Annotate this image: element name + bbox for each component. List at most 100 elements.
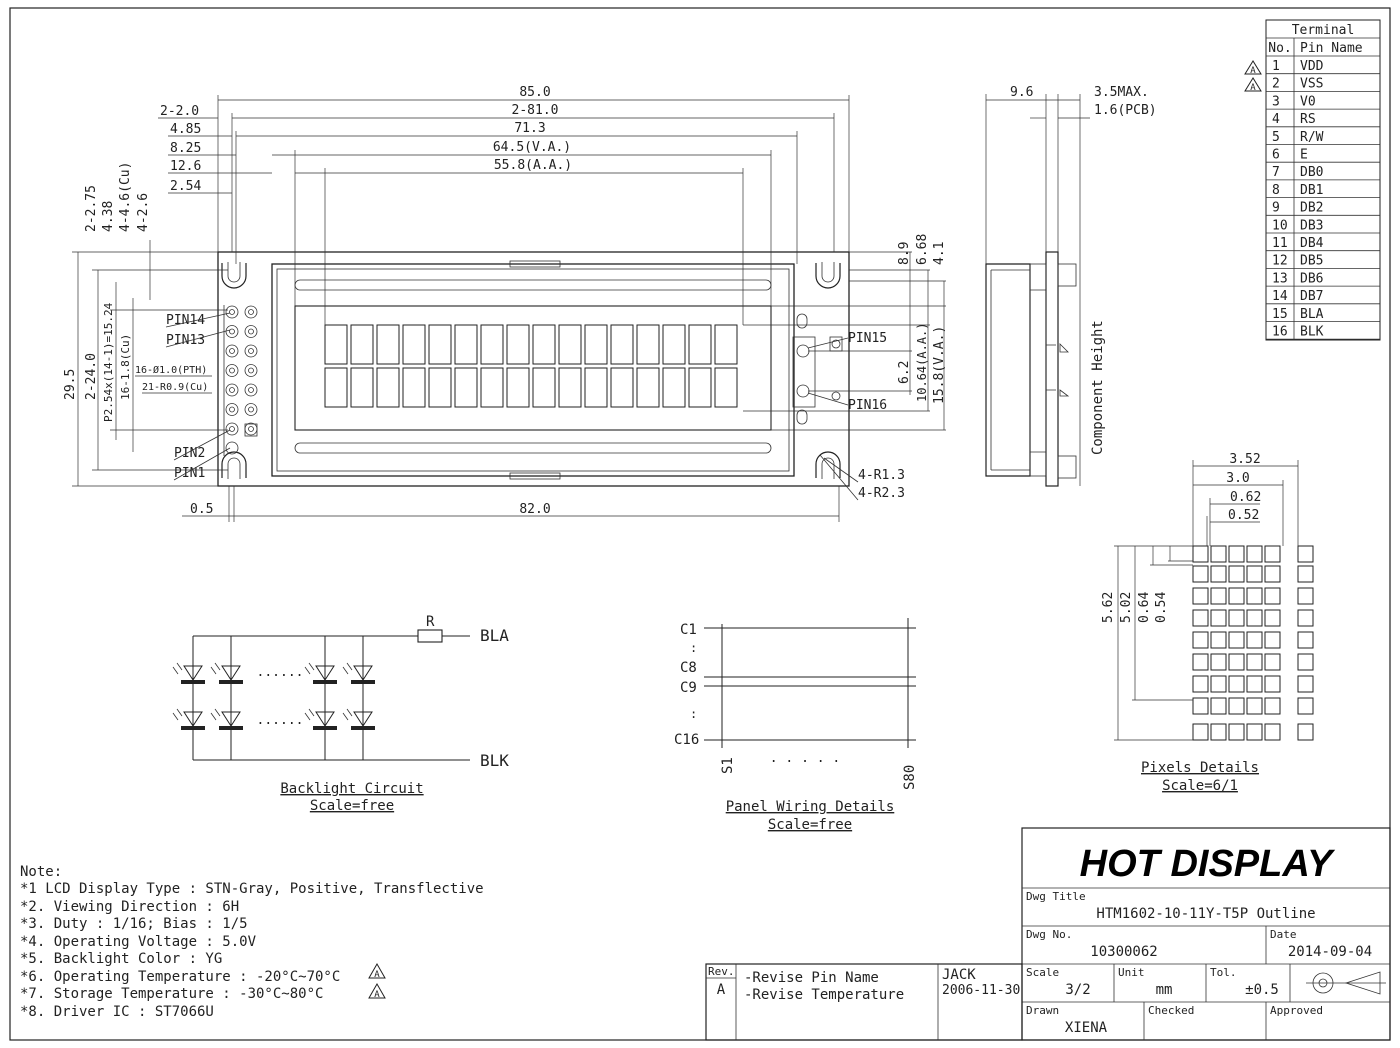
pixel-dot	[1192, 723, 1209, 741]
pixels-detail: 3.52 3.0 0.62 0.52 5.62 5.02 0.64 0.54 P…	[1101, 452, 1314, 794]
terminal-col-no: No.	[1268, 41, 1291, 56]
terminal-no: 1	[1272, 59, 1280, 74]
pixel-dot	[1246, 545, 1263, 563]
dim-1-6pcb: 1.6(PCB)	[1094, 103, 1157, 118]
terminal-no: 2	[1272, 77, 1280, 92]
pixel-dot	[1264, 609, 1281, 627]
dim-2-54: 2.54	[170, 179, 201, 194]
label-c16: C16	[674, 732, 699, 748]
terminal-pin: RS	[1300, 112, 1316, 127]
pixel-dot	[1264, 587, 1281, 605]
label-s80: S80	[902, 765, 918, 790]
mounting-hole	[221, 451, 247, 479]
pin-pad	[225, 441, 239, 455]
note-item: *7. Storage Temperature : -30°C~80°C	[20, 986, 323, 1002]
label-c8: C8	[680, 660, 697, 676]
pin-pad	[244, 344, 258, 358]
character-cell	[714, 367, 738, 408]
revision-change: -Revise Pin Name	[744, 970, 879, 986]
pin-pad	[244, 383, 258, 397]
pixel-dot	[1210, 653, 1227, 671]
note-item: *6. Operating Temperature : -20°C~70°C	[20, 969, 340, 985]
pixel-dot	[1297, 723, 1314, 741]
dim-6-68: 6.68	[915, 234, 930, 265]
character-cell	[610, 324, 634, 365]
pixels-title: Pixels Details	[1141, 760, 1259, 776]
pin-pad	[225, 383, 239, 397]
character-cell	[636, 367, 660, 408]
terminal-pin: DB7	[1300, 289, 1323, 304]
pin-pad	[244, 403, 258, 416]
character-cell	[402, 367, 426, 408]
tol-value: ±0.5	[1245, 982, 1279, 998]
note-item: *5. Backlight Color : YG	[20, 951, 222, 967]
label-pin15: PIN15	[848, 331, 887, 346]
note-item: *1 LCD Display Type : STN-Gray, Positive…	[20, 881, 484, 897]
led-icon	[172, 708, 205, 730]
note-item: *8. Driver IC : ST7066U	[20, 1004, 214, 1020]
led-icon	[172, 662, 205, 684]
terminal-no: 14	[1272, 289, 1288, 304]
dim-5-62: 5.62	[1101, 592, 1116, 623]
svg-text:A: A	[374, 990, 380, 1000]
pixel-dot	[1297, 631, 1314, 649]
terminal-no: 15	[1272, 307, 1288, 322]
pixel-dot	[1192, 587, 1209, 605]
dim-8-9: 8.9	[897, 242, 912, 265]
terminal-pin: DB2	[1300, 201, 1323, 216]
bezel	[271, 263, 795, 477]
drawn-label: Drawn	[1026, 1004, 1059, 1017]
dwg-no: 10300062	[1090, 944, 1157, 960]
pixel-dot	[1246, 675, 1263, 693]
pixel-dot	[1297, 587, 1314, 605]
character-cell	[506, 324, 530, 365]
pin-pad	[225, 422, 239, 436]
pixel-dot	[1246, 697, 1263, 715]
component-height-label: Component Height	[1090, 320, 1106, 455]
backlight-circuit: R BLA BLK ...... ...... Backlight Circui…	[172, 614, 509, 814]
pixel-dot	[1228, 609, 1245, 627]
pcb-outline	[217, 251, 850, 487]
pixel-dot	[1210, 565, 1227, 583]
revision-triangle-icon: A	[368, 982, 386, 1000]
led-icon	[304, 708, 337, 730]
dim-85: 85.0	[519, 85, 550, 100]
dim-10-64: 10.64(A.A.)	[915, 323, 929, 402]
terminal-pin: DB0	[1300, 165, 1323, 180]
tol-label: Tol.	[1210, 966, 1237, 979]
dim-aa: 55.8(A.A.)	[494, 158, 572, 173]
revision-author: JACK	[942, 967, 976, 983]
viewing-area	[294, 305, 772, 431]
dim-71: 71.3	[514, 121, 545, 136]
pixel-dot	[1210, 545, 1227, 563]
character-cell	[428, 367, 452, 408]
hole-label-pth: 16-Ø1.0(PTH)	[135, 364, 207, 376]
led-icon	[342, 708, 375, 730]
pixel-dot	[1228, 545, 1245, 563]
character-cell	[558, 367, 582, 408]
mounting-hole	[815, 451, 841, 479]
pin-pad	[244, 364, 258, 377]
revision-block: Rev. A -Revise Pin Name -Revise Temperat…	[705, 963, 1023, 1041]
dim-6-2: 6.2	[897, 361, 912, 384]
terminal-no: 8	[1272, 183, 1280, 198]
note-item: *2. Viewing Direction : 6H	[20, 899, 239, 915]
terminal-pin: DB6	[1300, 271, 1323, 286]
backlight-scale: Scale=free	[310, 798, 394, 814]
pin-pad	[244, 325, 258, 338]
note-item: *4. Operating Voltage : 5.0V	[20, 934, 257, 950]
pixel-dot	[1210, 587, 1227, 605]
rev-label: Rev.	[708, 965, 735, 978]
character-cell	[688, 367, 712, 408]
terminal-no: 10	[1272, 218, 1288, 233]
resistor-icon	[417, 629, 443, 643]
pixel-dot	[1264, 565, 1281, 583]
front-view: 85.0 2-81.0 71.3 64.5(V.A.) 55.8(A.A.) 2…	[63, 85, 947, 522]
terminal-pin: E	[1300, 148, 1308, 163]
pin-pad	[225, 344, 239, 358]
notes-heading: Note:	[20, 864, 62, 880]
panel-wiring: C1 : C8 C9 : C16 S1 S80 . . . . . Panel …	[674, 618, 918, 833]
pixel-dot	[1264, 653, 1281, 671]
character-cell	[714, 324, 738, 365]
pixel-dot	[1264, 631, 1281, 649]
